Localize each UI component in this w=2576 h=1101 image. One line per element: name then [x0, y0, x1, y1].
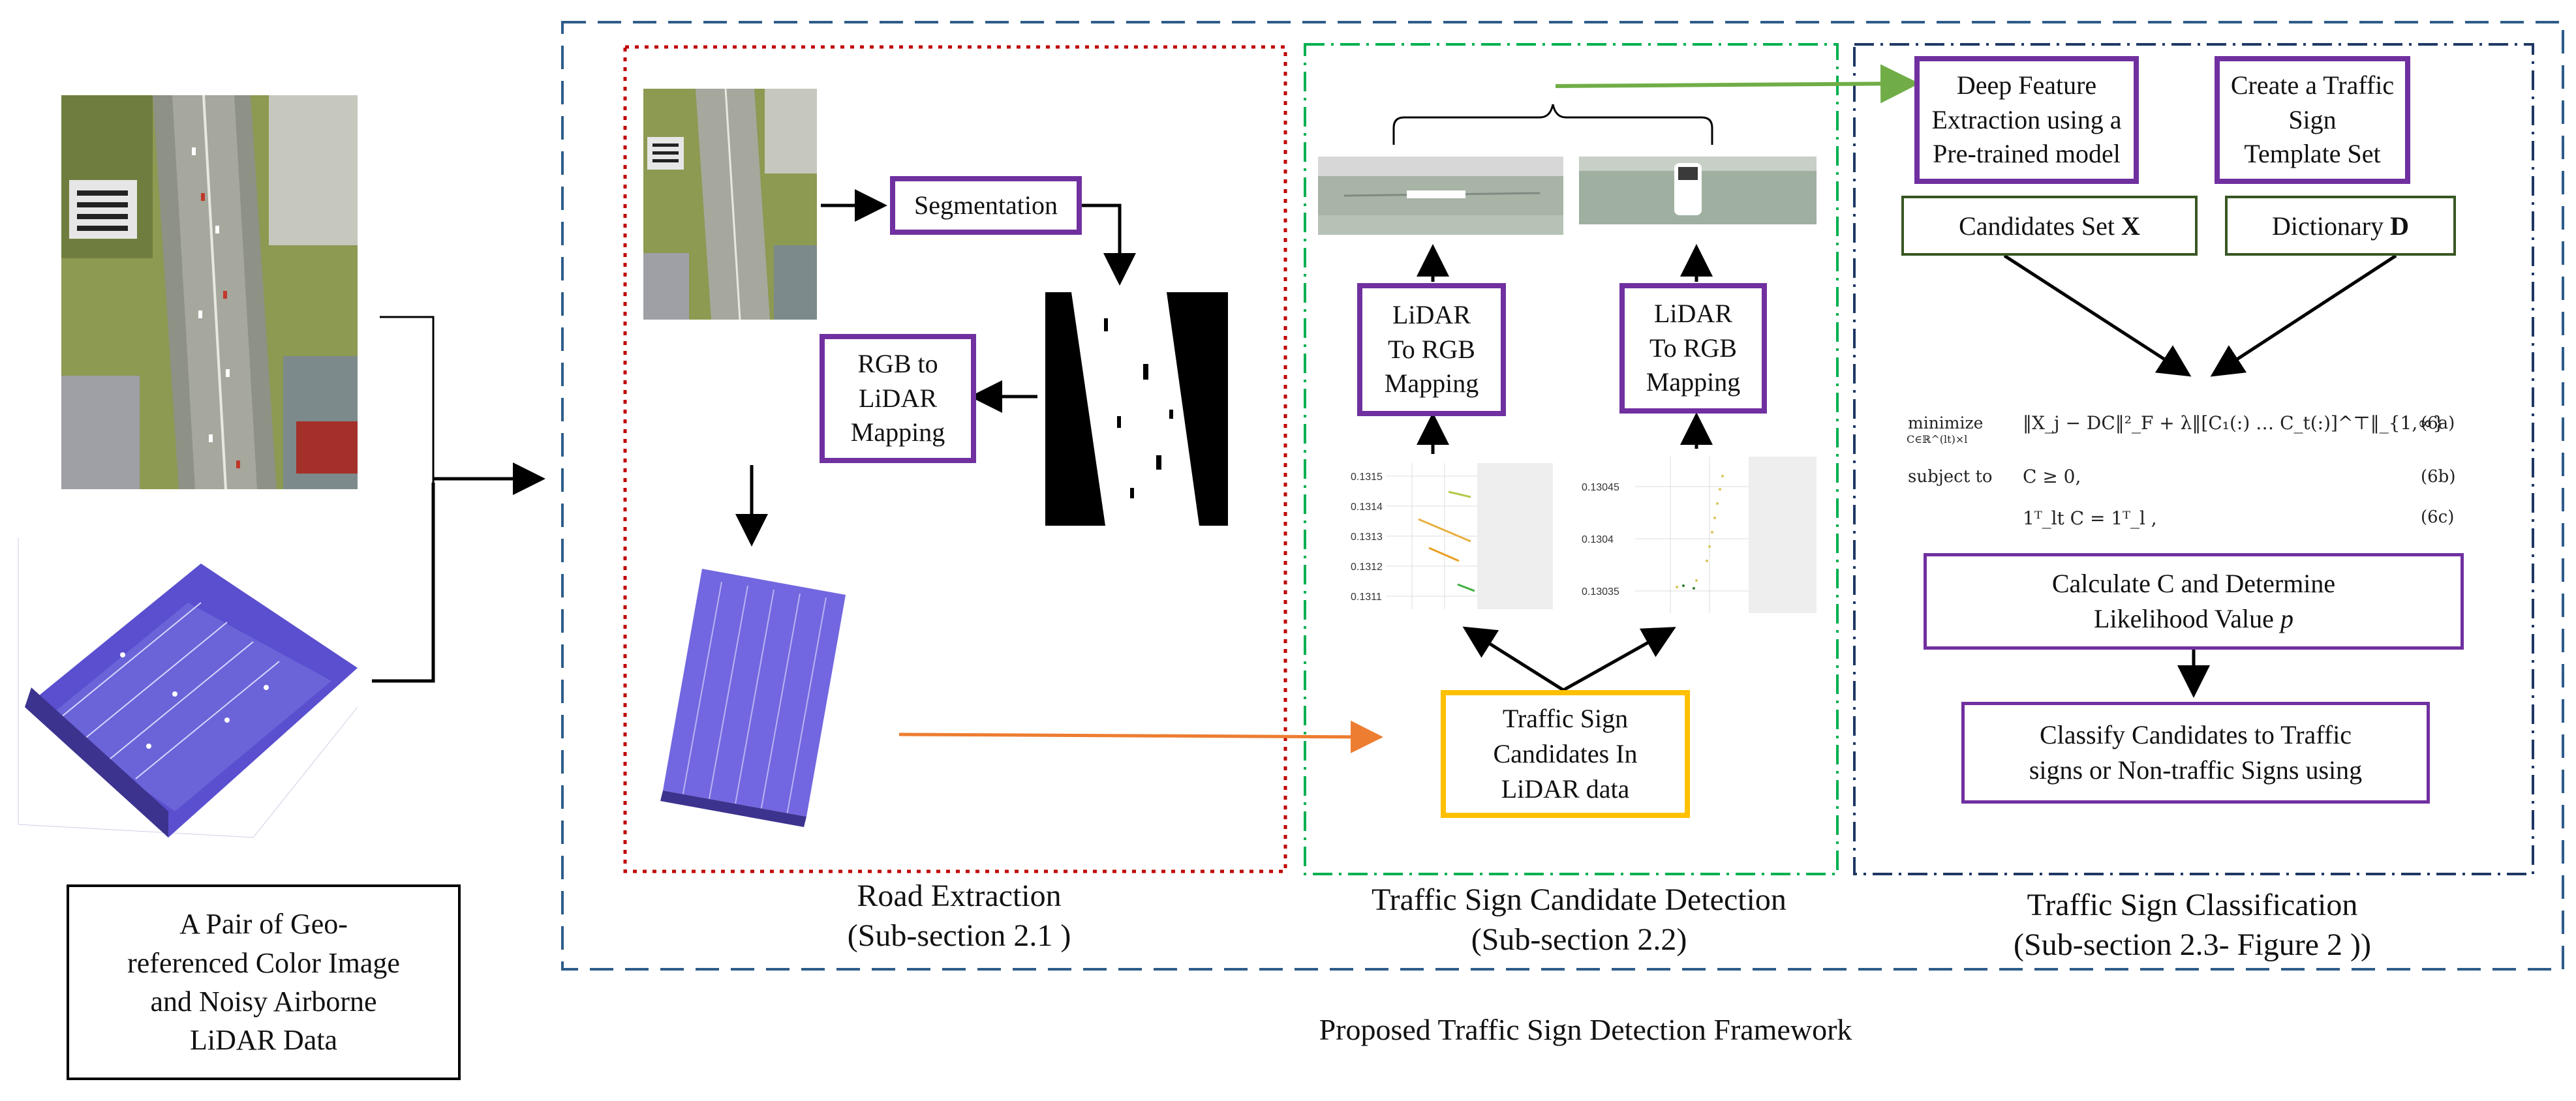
candidates-set-symbol: X — [2121, 211, 2140, 241]
road-extraction-title: Road Extraction — [857, 879, 1062, 913]
eq-a-operator: minimize — [1908, 414, 1984, 432]
framework-frame — [561, 21, 2564, 971]
candidate-detection-frame — [1304, 43, 1839, 875]
input-caption-line-4: LiDAR Data — [189, 1024, 338, 1057]
input-caption-line-3: and Noisy Airborne — [150, 986, 377, 1018]
framework-title: Proposed Traffic Sign Detection Framewor… — [1319, 1013, 1852, 1046]
road-extraction-frame — [623, 45, 1287, 873]
lidar-point-cloud-image — [5, 524, 372, 851]
deep-feature-line-3: Pre-trained model — [1933, 139, 2121, 169]
candidates-set-box: Candidates Set X — [1901, 196, 2198, 256]
eq-a-expression: ‖X_j − DC‖²_F + λ‖[C₁(:) … C_t(:)]^⊤‖_{1… — [2023, 412, 2445, 434]
calculate-line-2-text: Likelihood Value — [2094, 604, 2280, 633]
eq-a-subscript: C∈ℝ^(lt)×l — [1907, 433, 1968, 445]
plot-left-tick-3: 0.1313 — [1351, 532, 1383, 543]
plot-right-tick-3: 0.13035 — [1582, 586, 1619, 597]
lidar-to-rgb-mapping-box-right: LiDAR To RGB Mapping — [1619, 283, 1767, 414]
deep-feature-extraction-box: Deep Feature Extraction using a Pre-trai… — [1914, 56, 2139, 184]
patches-brace — [1392, 104, 1713, 145]
candidates-line-2: Candidates In — [1493, 739, 1638, 768]
candidate-plot-right: 0.13045 0.1304 0.13035 — [1579, 450, 1817, 621]
lidar-to-rgb-right-line-3: Mapping — [1646, 367, 1741, 397]
candidate-plot-left: 0.1315 0.1314 0.1313 0.1312 0.1311 — [1347, 457, 1553, 616]
detection-to-classification-arrow — [1555, 64, 1920, 104]
classify-line-1: Classify Candidates to Traffic — [2039, 720, 2352, 749]
template-set-line-1: Create a Traffic — [2230, 70, 2395, 100]
calculate-line-2: Likelihood Value p — [2094, 601, 2293, 637]
plot-left-tick-4: 0.1312 — [1351, 562, 1383, 573]
road-mask-image — [1045, 292, 1228, 526]
candidate-patch-right — [1579, 157, 1817, 224]
classification-frame — [1853, 43, 2534, 875]
classification-arrows — [2003, 254, 2397, 698]
road-extraction-caption: Road Extraction (Sub-section 2.1 ) — [763, 877, 1155, 956]
dictionary-label: Dictionary — [2272, 211, 2384, 241]
classification-caption: Traffic Sign Classification (Sub-section… — [1957, 886, 2427, 965]
calculate-likelihood-box: Calculate C and Determine Likelihood Val… — [1924, 553, 2464, 650]
deep-feature-line-1: Deep Feature — [1956, 70, 2097, 100]
road-extraction-subsection: (Sub-section 2.1 ) — [847, 918, 1071, 953]
traffic-sign-candidates-box: Traffic Sign Candidates In LiDAR data — [1441, 690, 1690, 818]
segmentation-label: Segmentation — [914, 190, 1058, 220]
input-caption-box: A Pair of Geo- referenced Color Image an… — [67, 884, 461, 1080]
template-set-box: Create a Traffic Sign Template Set — [2215, 56, 2410, 184]
classify-candidates-box: Classify Candidates to Traffic signs or … — [1961, 702, 2430, 804]
candidate-patch-left — [1318, 157, 1563, 235]
rgb-to-lidar-line-2: LiDAR — [859, 383, 937, 413]
dictionary-box: Dictionary D — [2225, 196, 2456, 256]
plot-right-tick-2: 0.1304 — [1582, 534, 1614, 545]
lidar-to-rgb-left-line-1: LiDAR — [1392, 299, 1471, 329]
calculate-line-1: Calculate C and Determine — [2051, 569, 2336, 598]
plot-right-tick-1: 0.13045 — [1582, 482, 1619, 493]
plot-left-tick-2: 0.1314 — [1351, 502, 1383, 513]
road-lidar-points-image — [650, 556, 872, 830]
road-to-candidates-arrow — [898, 720, 1383, 753]
candidates-line-3: LiDAR data — [1501, 774, 1630, 804]
classification-title: Traffic Sign Classification — [2027, 888, 2358, 922]
input-caption-line-2: referenced Color Image — [127, 946, 400, 979]
eq-b-operator: subject to — [1908, 467, 1993, 487]
input-connector — [360, 316, 545, 683]
template-set-line-3: Template Set — [2244, 139, 2381, 169]
deep-feature-line-2: Extraction using a — [1931, 104, 2122, 134]
road-extraction-arrows — [735, 189, 1136, 547]
candidates-line-1: Traffic Sign — [1502, 704, 1629, 733]
likelihood-symbol: p — [2280, 604, 2293, 633]
classification-subsection: (Sub-section 2.3- Figure 2 )) — [2014, 927, 2371, 962]
template-set-line-2: Sign — [2288, 104, 2337, 134]
road-input-image-thumbnail — [643, 89, 817, 320]
candidates-set-label: Candidates Set — [1959, 211, 2115, 241]
input-caption-line-1: A Pair of Geo- — [179, 908, 348, 941]
classify-line-2: signs or Non-traffic Signs using — [2029, 755, 2363, 785]
eq-c-expression: 1ᵀ_lt C = 1ᵀ_l , — [2023, 507, 2157, 529]
candidate-detection-title: Traffic Sign Candidate Detection — [1372, 882, 1786, 917]
rgb-to-lidar-mapping-box: RGB to LiDAR Mapping — [820, 334, 976, 463]
aerial-color-image — [61, 95, 358, 489]
eq-a-tag: (6a) — [2421, 414, 2455, 433]
optimization-equations: minimize C∈ℝ^(lt)×l ‖X_j − DC‖²_F + λ‖[C… — [1903, 404, 2490, 535]
candidate-detection-caption: Traffic Sign Candidate Detection (Sub-se… — [1318, 881, 1840, 960]
lidar-to-rgb-right-line-1: LiDAR — [1654, 298, 1732, 328]
plot-left-tick-1: 0.1315 — [1351, 472, 1383, 483]
eq-b-expression: C ≥ 0, — [2023, 466, 2081, 487]
lidar-to-rgb-left-line-2: To RGB — [1388, 334, 1475, 364]
rgb-to-lidar-line-3: Mapping — [850, 417, 945, 447]
eq-c-tag: (6c) — [2421, 507, 2455, 527]
lidar-to-rgb-mapping-box-left: LiDAR To RGB Mapping — [1357, 283, 1506, 416]
detection-arrows — [1417, 244, 1713, 692]
rgb-to-lidar-line-1: RGB to — [857, 348, 938, 378]
plot-left-tick-5: 0.1311 — [1351, 592, 1382, 603]
candidate-detection-subsection: (Sub-section 2.2) — [1471, 922, 1687, 957]
eq-b-tag: (6b) — [2421, 467, 2456, 487]
lidar-to-rgb-left-line-3: Mapping — [1384, 369, 1479, 399]
segmentation-box: Segmentation — [890, 176, 1082, 235]
dictionary-symbol: D — [2390, 211, 2409, 241]
lidar-to-rgb-right-line-2: To RGB — [1649, 333, 1737, 363]
